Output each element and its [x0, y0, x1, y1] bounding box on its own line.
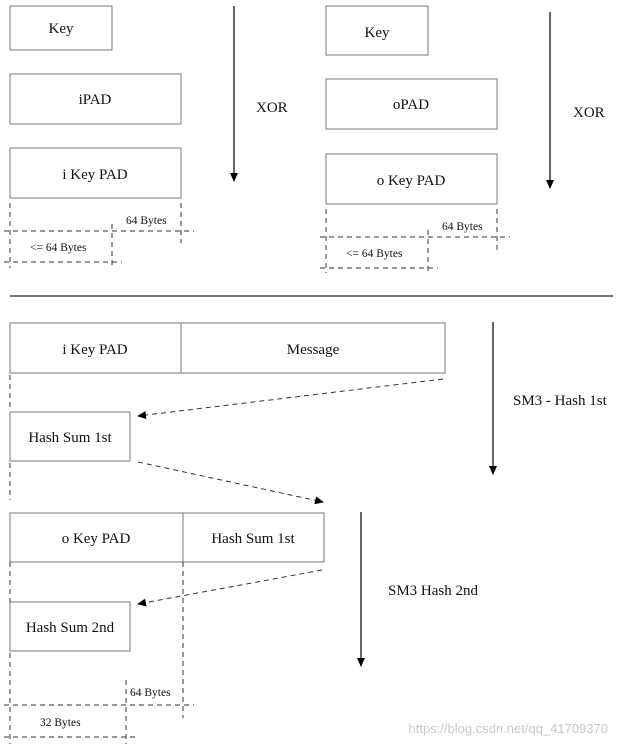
size-64-label-left: 64 Bytes: [126, 215, 167, 227]
size-le64-label-right: <= 64 Bytes: [346, 248, 403, 260]
size-64-label-right: 64 Bytes: [442, 221, 483, 233]
i-key-pad-label: i Key PAD: [62, 342, 127, 358]
top-left-section: Key iPAD i Key PAD XOR 64 Bytes <= 64 By…: [4, 5, 288, 268]
o-key-pad-hash-box: [9, 512, 325, 563]
size-32-label-bottom: 32 Bytes: [40, 717, 81, 729]
watermark-text: https://blog.csdn.net/qq_41709370: [409, 721, 609, 736]
ipad-box: [9, 73, 182, 125]
top-right-section: Key oPAD o Key PAD XOR 64 Bytes <= 64 By…: [320, 5, 605, 273]
i-key-pad-box-top: [9, 147, 182, 199]
hash-sum-1st-box: [9, 411, 131, 462]
opad-label: oPAD: [393, 97, 429, 113]
hash1-input-arrow: [137, 378, 444, 420]
size-le64-label-left: <= 64 Bytes: [30, 242, 87, 254]
hash-sum-2nd-label: Hash Sum 2nd: [26, 620, 115, 636]
sm3-hash1-label: SM3 - Hash 1st: [513, 393, 608, 409]
key-label-right: Key: [365, 25, 390, 41]
key-box-right: [325, 5, 429, 56]
hash-sum-2nd-box: [9, 601, 131, 652]
key-box-left: [9, 5, 113, 51]
ipad-label: iPAD: [79, 92, 112, 108]
hash-sum-1st-label: Hash Sum 1st: [28, 430, 112, 446]
hash2-input-arrow: [137, 569, 323, 607]
opad-box: [325, 78, 498, 130]
stage2-section: o Key PAD Hash Sum 1st Hash Sum 2nd SM3 …: [4, 512, 479, 744]
xor-label-left: XOR: [256, 100, 288, 116]
stage1-section: i Key PAD Message Hash Sum 1st SM3 - Has…: [9, 322, 608, 505]
key-label-left: Key: [49, 21, 74, 37]
xor-label-right: XOR: [573, 105, 605, 121]
o-key-pad-label: o Key PAD: [62, 531, 131, 547]
hash1-carry-arrow: [137, 461, 324, 505]
i-key-pad-message-box: [9, 322, 446, 374]
hash-sum-1st-label-2: Hash Sum 1st: [211, 531, 295, 547]
i-key-pad-label-top: i Key PAD: [62, 167, 127, 183]
message-label: Message: [287, 342, 340, 358]
sm3-hash2-label: SM3 Hash 2nd: [388, 583, 479, 599]
o-key-pad-label-top: o Key PAD: [377, 173, 446, 189]
size-64-label-bottom: 64 Bytes: [130, 687, 171, 699]
o-key-pad-box-top: [325, 153, 498, 205]
